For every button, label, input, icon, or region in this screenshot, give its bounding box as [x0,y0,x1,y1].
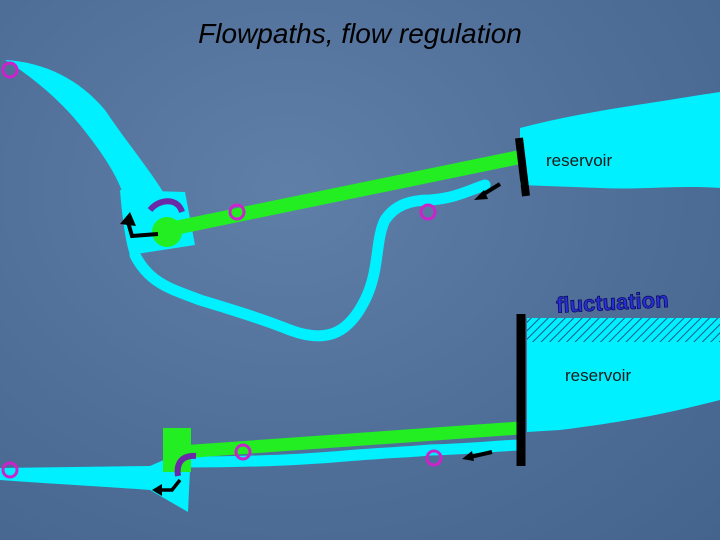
lower-return-arrow [160,478,182,492]
lower-system: reservoir fluctuation [0,287,720,512]
lower-residual-channel [179,439,526,468]
fluctuation-zone [527,318,720,342]
upper-site-marker-1 [1,61,19,79]
slide-title: Flowpaths, flow regulation [198,18,522,49]
lower-reservoir-label: reservoir [565,366,631,385]
upper-site-marker-3 [419,203,437,221]
upper-flow-arrow-head [474,190,488,200]
upper-dam [515,137,530,197]
upper-reservoir [520,92,720,189]
upper-site-marker-2 [228,203,246,221]
lower-site-marker-2 [234,443,252,461]
lower-site-marker-3 [425,449,443,467]
lower-flow-arrow [469,450,493,459]
upper-penstock [168,150,522,236]
lower-river-outflow [0,455,190,512]
upper-return-arrow [126,221,159,239]
upper-reservoir-label: reservoir [546,151,612,170]
upper-residual-channel [129,179,491,342]
lower-site-marker-1 [1,461,19,479]
lower-return-arrow-head [152,484,162,496]
lower-flow-arrow-head [462,451,474,461]
lower-reservoir [527,342,720,432]
lower-turbine-arrow [174,452,197,477]
upper-turbine-arrow [147,198,185,214]
fluctuation-label: fluctuation [556,287,670,318]
upper-return-arrow-head [120,212,136,226]
upper-system: reservoir [1,60,720,342]
upper-powerhouse [152,217,182,247]
